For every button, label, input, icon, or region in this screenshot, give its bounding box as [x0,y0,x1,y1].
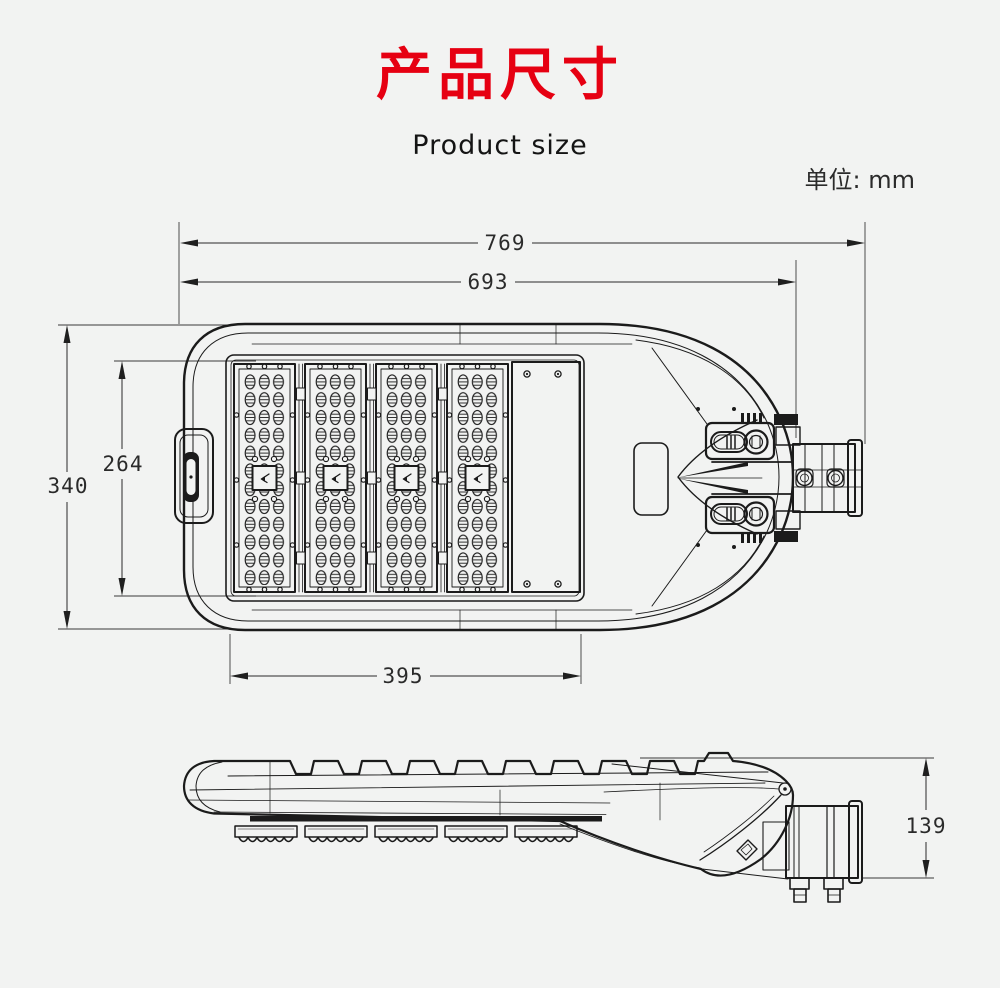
unit-label: 单位: mm [804,166,915,194]
dim-769: 769 [178,222,866,444]
dim-340-label: 340 [48,474,89,498]
dim-769-label: 769 [485,231,526,255]
side-strip-1 [234,825,298,843]
dim-693-label: 693 [468,270,509,294]
socket-bolt-2 [823,877,844,903]
side-view-drawing: 139 [182,751,947,903]
side-strip-3 [374,825,438,843]
mount-clamp-bottom [704,495,801,549]
page-title: 产品尺寸 [376,43,624,108]
side-strip-5 [514,825,578,843]
housing-latch [174,428,214,524]
side-strip-4 [444,825,508,843]
led-module-3 [375,363,438,593]
dim-264-label: 264 [103,452,144,476]
side-body-outline [182,751,795,877]
mount-clamp-top [704,407,801,461]
nameplate [633,442,669,516]
led-module-1 [233,363,296,593]
led-module-4 [446,363,509,593]
pipe-adapter-top [792,439,863,517]
dim-139: 139 [640,757,947,879]
led-array [225,354,585,602]
side-strip-2 [304,825,368,843]
dim-693: 693 [180,260,797,438]
pipe-socket-side [762,800,863,903]
dim-139-label: 139 [906,814,947,838]
dim-264: 264 [103,360,256,597]
module-rail-3 [438,363,448,593]
housing-outline [182,322,795,632]
dim-395: 395 [229,634,582,688]
socket-bolt-1 [789,877,810,903]
page-subtitle: Product size [412,130,588,161]
side-lens-plate [234,816,602,843]
led-module-2 [304,363,367,593]
module-rail-1 [296,363,306,593]
blank-panel [511,361,581,593]
top-view-drawing: 769 693 340 [48,222,866,688]
dim-395-label: 395 [383,664,424,688]
dim-340: 340 [48,324,232,630]
module-rail-2 [367,363,377,593]
side-tail-details [559,763,792,880]
mount-channel [677,461,794,495]
